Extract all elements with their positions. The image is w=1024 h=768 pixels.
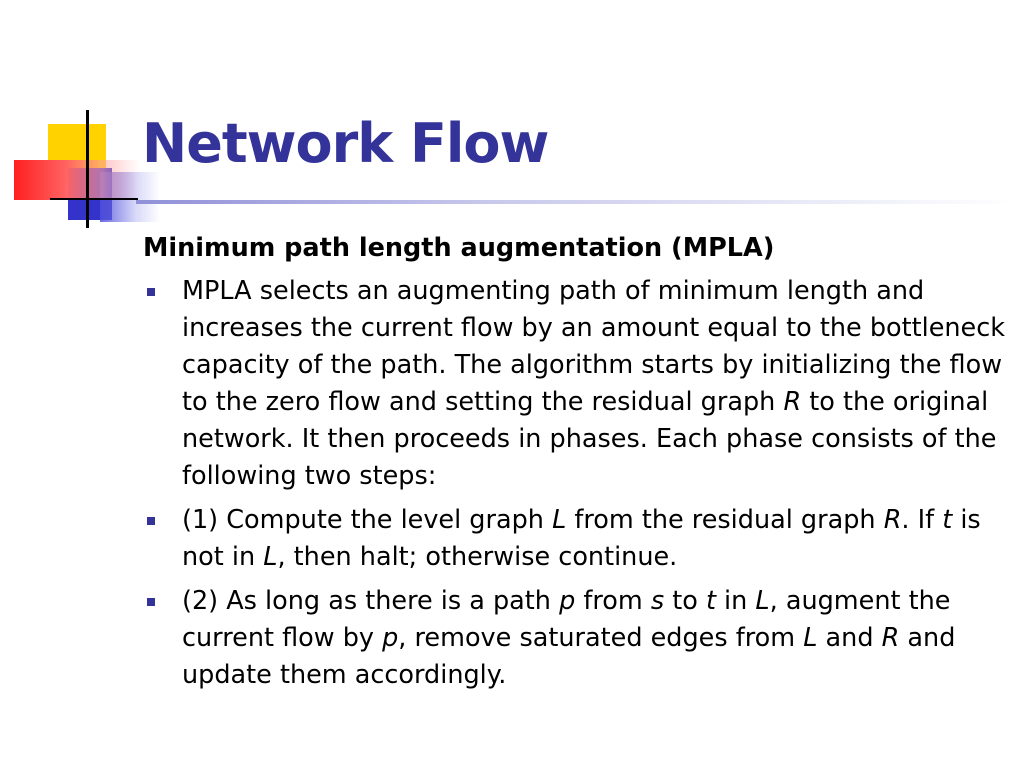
slide-body: Minimum path length augmentation (MPLA) … (143, 230, 1013, 701)
text-run: . If (901, 505, 943, 535)
bullet-item: MPLA selects an augmenting path of minim… (143, 273, 1013, 495)
bullet-square-icon (147, 288, 155, 296)
italic-variable: R (883, 505, 902, 535)
italic-variable: L (803, 623, 818, 653)
text-run: and (817, 623, 882, 653)
logo-horizontal-line (50, 198, 138, 200)
text-run: is not in (182, 505, 981, 572)
text-run: and update them accordingly. (182, 623, 956, 690)
italic-variable: t (705, 586, 716, 616)
slide-title: Network Flow (142, 112, 549, 175)
text-run: from the residual graph (566, 505, 884, 535)
text-run: (2) As long as there is a path (182, 586, 560, 616)
italic-variable: p (559, 586, 576, 616)
italic-variable: L (755, 586, 770, 616)
text-run: from (575, 586, 651, 616)
italic-variable: t (942, 505, 953, 535)
text-run: to (664, 586, 706, 616)
italic-variable: L (552, 505, 567, 535)
text-run: , then halt; otherwise continue. (277, 542, 678, 572)
text-run: in (715, 586, 756, 616)
italic-variable: R (881, 623, 900, 653)
text-run: (1) Compute the level graph (182, 505, 553, 535)
slide-subheading: Minimum path length augmentation (MPLA) (143, 233, 775, 263)
bullet-square-icon (147, 598, 155, 606)
italic-variable: s (650, 586, 665, 616)
italic-variable: R (783, 387, 802, 417)
text-run: , augment the current flow by (182, 586, 951, 653)
italic-variable: L (263, 542, 278, 572)
italic-variable: p (382, 623, 399, 653)
logo-red-bar (14, 160, 140, 200)
text-run: MPLA selects an augmenting path of minim… (182, 276, 1006, 417)
text-run: to the original network. It then proceed… (182, 387, 997, 491)
bullet-text: (1) Compute the level graph L from the r… (182, 502, 1013, 576)
bullet-item: (2) As long as there is a path p from s … (143, 583, 1013, 694)
bullet-text: MPLA selects an augmenting path of minim… (182, 273, 1013, 495)
slide-logo-graphic (0, 0, 160, 240)
bullet-item: (1) Compute the level graph L from the r… (143, 502, 1013, 576)
title-underline-rule (136, 200, 1016, 204)
bullet-text: (2) As long as there is a path p from s … (182, 583, 1013, 694)
logo-vertical-line (86, 110, 89, 228)
text-run: , remove saturated edges from (398, 623, 804, 653)
bullet-square-icon (147, 517, 155, 525)
